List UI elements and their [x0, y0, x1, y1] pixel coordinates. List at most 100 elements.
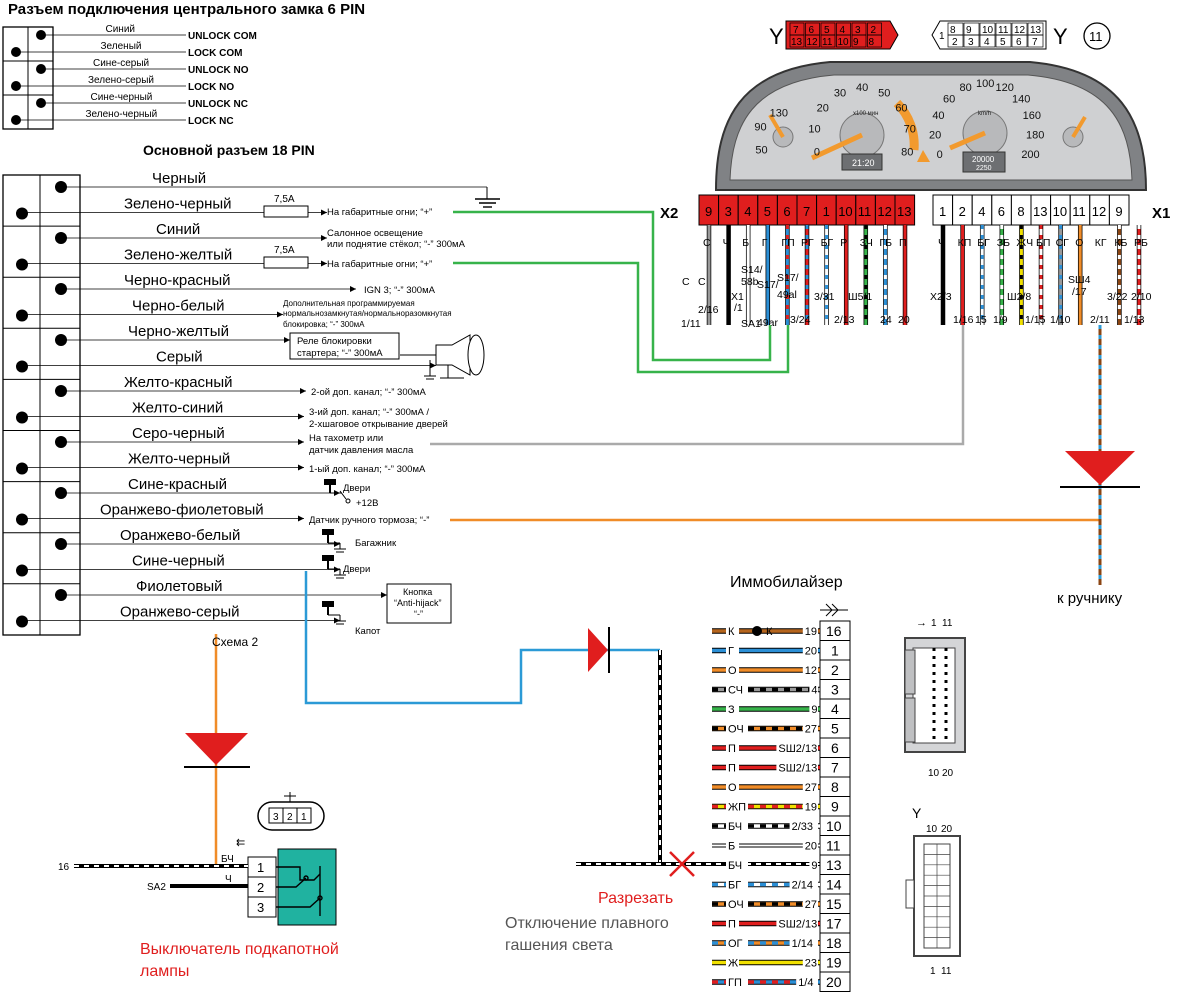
svg-text:13: 13 — [1030, 25, 1042, 36]
immo-wire-code: П — [728, 763, 736, 775]
x1-wire-code: О — [1075, 237, 1083, 249]
connector18-row: Сине-красный — [55, 476, 340, 499]
x2-wire-ref: 49ar — [757, 317, 779, 329]
pin-dot — [16, 258, 28, 271]
diode-handbrake — [1060, 451, 1140, 488]
x1-wire-code: КБ — [1114, 237, 1127, 249]
x2-wire-ref: 20 — [898, 314, 910, 326]
connector18-wire-label: Синий — [156, 221, 200, 238]
svg-text:5: 5 — [824, 25, 830, 36]
siren-icon — [400, 334, 485, 380]
note-hood: Капот — [355, 626, 381, 637]
x2-wire-ref: 3/24 — [790, 314, 811, 326]
immo-wire-ref: 19 — [805, 802, 817, 814]
gauge-tick-label: 70 — [904, 124, 916, 136]
x2-wire-ref: 24 — [880, 314, 892, 326]
connector18-row: Желто-черный — [16, 451, 304, 475]
note-ch2: 2-ой доп. канал; “-” 300мА — [311, 387, 426, 398]
svg-text:20: 20 — [942, 768, 954, 779]
svg-text:9: 9 — [705, 204, 712, 219]
connector18-row: Сине-черный — [16, 553, 340, 577]
gauge-tick-label: 90 — [754, 121, 766, 133]
pin-dot — [16, 564, 28, 577]
pin-dot — [16, 360, 28, 373]
x2-wire-code: БГ — [821, 237, 834, 249]
gauge-tick-label: 60 — [895, 102, 907, 114]
connector18-wire-label: Оранжево-серый — [120, 604, 240, 621]
svg-text:стартера; “-” 300мА: стартера; “-” 300мА — [297, 348, 383, 359]
switch-icon — [324, 479, 351, 504]
immo-wire-code: П — [728, 919, 736, 931]
x2-wire-ref: С — [698, 276, 706, 288]
immo-wire-ref: 20 — [805, 646, 817, 658]
hood-switch-label-1: Выключатель подкапотной — [140, 941, 339, 958]
svg-text:5: 5 — [764, 204, 771, 219]
svg-text:2250: 2250 — [976, 165, 992, 172]
x2-wire-code: Г — [762, 237, 768, 249]
svg-text:13: 13 — [897, 204, 911, 219]
ground-icon — [475, 187, 500, 208]
gauge-tick-label: 140 — [1012, 93, 1030, 105]
connector18-row: Черно-красный — [55, 272, 356, 295]
immo-pin-number: 6 — [831, 740, 839, 756]
x2-wire-ref: С — [682, 276, 690, 288]
immo-wire-code: ОЧ — [728, 724, 744, 736]
switch-icon — [322, 555, 346, 579]
immo-wire-code: БГ — [728, 880, 741, 892]
svg-text:SA2: SA2 — [147, 882, 166, 893]
svg-text:12: 12 — [877, 204, 891, 219]
immobilizer-title: Иммобилайзер — [730, 574, 843, 591]
svg-text:X1: X1 — [1152, 205, 1170, 222]
svg-text:11: 11 — [1072, 204, 1086, 219]
connector18-wire-label: Сине-красный — [128, 476, 227, 493]
svg-text:2: 2 — [952, 37, 958, 48]
connector18-row: Черно-белый — [16, 298, 283, 322]
gauge-tick-label: 0 — [814, 146, 820, 158]
svg-text:1: 1 — [939, 204, 946, 219]
svg-text:8: 8 — [869, 37, 875, 48]
immo-pin-number: 8 — [831, 779, 839, 795]
immo-wire-ref: 12 — [805, 665, 817, 677]
gauge-tick-label: 100 — [976, 78, 994, 90]
connector18-row: Оранжево-белый — [55, 527, 340, 550]
x2-wire-code: ЗЧ — [860, 237, 873, 249]
x2-wire-code: Б — [742, 237, 749, 249]
immo-wire-code: ГП — [728, 977, 742, 989]
immo-wire-ref: 2/14 — [792, 880, 813, 892]
svg-text:7,5А: 7,5А — [274, 194, 295, 205]
x2-wire-ref: 2/13 — [834, 314, 855, 326]
immo-wire-ref: 19 — [805, 626, 817, 638]
immo-pin-number: 17 — [826, 916, 842, 932]
svg-text:6: 6 — [998, 204, 1005, 219]
svg-text:6: 6 — [809, 25, 815, 36]
immo-wire-ref: SШ2/13 — [778, 743, 817, 755]
note-prog2: нормальнозамкнутая/нормальноразомкнутая — [283, 309, 452, 318]
svg-text:10: 10 — [928, 768, 940, 779]
svg-text:10: 10 — [838, 204, 852, 219]
connector18-row: Фиолетовый — [55, 578, 387, 601]
connector6-block — [2, 26, 54, 130]
note-gab2: На габаритные огни; “+” — [327, 259, 432, 270]
svg-text:x100 мин: x100 мин — [853, 111, 878, 117]
svg-text:13: 13 — [791, 37, 803, 48]
immo-pin-number: 16 — [826, 623, 842, 639]
svg-text:9: 9 — [966, 25, 972, 36]
connector18-row: Серо-черный — [55, 425, 304, 448]
hood-switch-pin: 3 — [257, 900, 264, 915]
svg-text:6: 6 — [1016, 37, 1022, 48]
gauge-tick-label: 40 — [856, 82, 868, 94]
immo-wire-code: Ж — [728, 958, 738, 970]
svg-text:1: 1 — [301, 812, 307, 823]
svg-text:7: 7 — [803, 204, 810, 219]
gauge-tick-label: 1/2 — [0, 0, 15, 3]
connector6-wire-label: Сине-серый — [93, 58, 149, 69]
gauge-tick-label: 80 — [901, 146, 913, 158]
